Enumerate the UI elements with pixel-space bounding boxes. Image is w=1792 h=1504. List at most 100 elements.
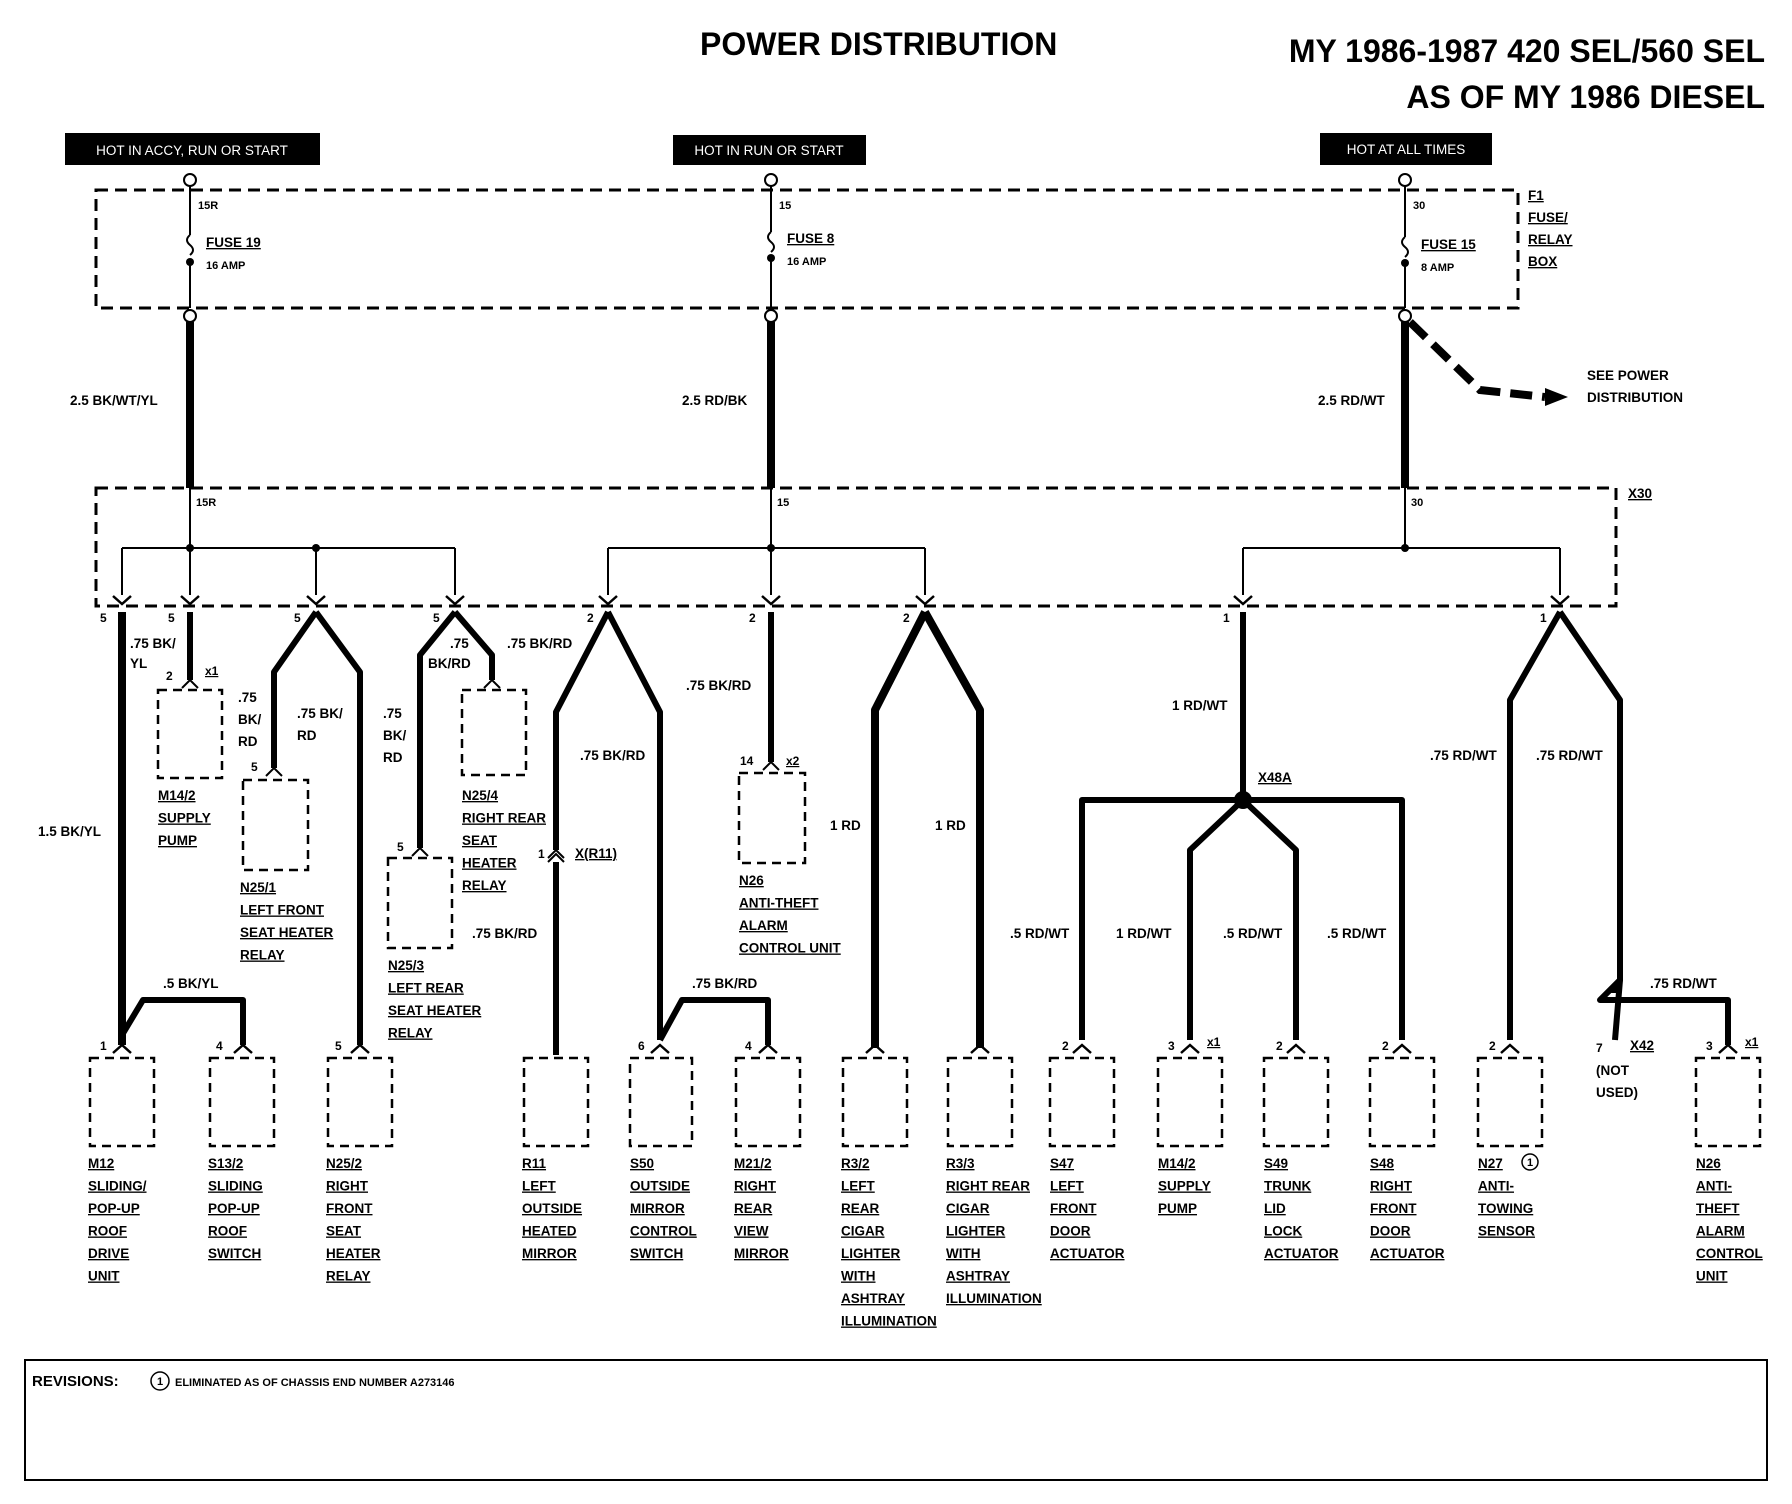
x30-pin-arrows: [112, 595, 1570, 606]
wire-m142b: [1187, 797, 1246, 1040]
wire-label-f3: RD: [383, 750, 403, 765]
svg-text:HOT AT ALL TIMES: HOT AT ALL TIMES: [1347, 142, 1466, 157]
wire-n252: [313, 610, 363, 1045]
component-s132-label-1: SLIDING: [208, 1179, 263, 1194]
component-r33-label-0: R3/3: [946, 1156, 975, 1171]
wire-label-i: .75 BK/RD: [580, 748, 646, 763]
n253-pin: 5: [397, 840, 404, 854]
svg-text:5: 5: [433, 611, 440, 625]
svg-text:5: 5: [335, 1039, 342, 1053]
component-s49-label-0: S49: [1264, 1156, 1288, 1171]
component-n252-label-1: RIGHT: [326, 1179, 369, 1194]
component-n26a-label-2: ALARM: [739, 918, 788, 933]
component-m12-label-1: SLIDING/: [88, 1179, 147, 1194]
component-m12-label-0: M12: [88, 1156, 114, 1171]
component-r33-label-5: ASHTRAY: [946, 1269, 1010, 1284]
component-s50-label-2: MIRROR: [630, 1201, 685, 1216]
fuse-8: 15 FUSE 8 16 AMP: [764, 173, 835, 323]
fuse-19: 15R FUSE 19 16 AMP: [183, 173, 261, 323]
wire-label-j: .75 BK/RD: [472, 926, 538, 941]
r11-pin: 1: [538, 847, 545, 861]
wire-n26b-upper: [1557, 610, 1623, 993]
diagram-title: POWER DISTRIBUTION: [700, 26, 1057, 62]
x30-label: X30: [1628, 486, 1652, 501]
component-n26b-label-3: ALARM: [1696, 1224, 1745, 1239]
wire-label-l: .75 BK/RD: [686, 678, 752, 693]
wire-label-g1: .75: [450, 636, 469, 651]
component-m142b-box: [1156, 1056, 1224, 1148]
component-r11-label-0: R11: [522, 1156, 547, 1171]
wire-label-s3: .75 RD/WT: [1650, 976, 1718, 991]
svg-text:1: 1: [1223, 611, 1230, 625]
component-s50-box: [628, 1056, 694, 1148]
wire-n27: [1507, 610, 1563, 1040]
component-n252-label-5: RELAY: [326, 1269, 371, 1284]
component-r33-label-4: WITH: [946, 1246, 981, 1261]
connector-xr11: X(R11): [575, 846, 617, 861]
x30-term-15: 15: [777, 497, 789, 509]
wire-r11-upper: [553, 610, 611, 850]
wire-label-q: .5 RD/WT: [1223, 926, 1283, 941]
component-m142-box: [156, 688, 224, 780]
revisions-label: REVISIONS:: [32, 1373, 119, 1390]
component-m212-label-4: MIRROR: [734, 1246, 789, 1261]
svg-text:HOT IN RUN OR START: HOT IN RUN OR START: [694, 143, 843, 158]
x42-pin: 7: [1596, 1041, 1603, 1055]
see-power-wire: [1407, 319, 1546, 401]
component-r32-label-5: WITH: [841, 1269, 876, 1284]
component-r32-box: [841, 1056, 909, 1148]
component-n251-label-1: LEFT FRONT: [240, 903, 325, 918]
wire-label-h: .75 BK/RD: [507, 636, 573, 651]
svg-text:1: 1: [1540, 611, 1547, 625]
component-s49-label-3: LOCK: [1264, 1224, 1302, 1239]
svg-text:5: 5: [168, 611, 175, 625]
component-s48-label-1: RIGHT: [1370, 1179, 1413, 1194]
component-s48-label-4: ACTUATOR: [1370, 1246, 1445, 1261]
component-r11-label-1: LEFT: [522, 1179, 556, 1194]
component-r11-label-3: HEATED: [522, 1224, 577, 1239]
svg-text:2: 2: [1382, 1039, 1389, 1053]
bottom-pin-arrows: [112, 1043, 1738, 1054]
component-r32-label-6: ASHTRAY: [841, 1291, 905, 1306]
component-s132-label-0: S13/2: [208, 1156, 243, 1171]
svg-text:FUSE 8: FUSE 8: [787, 231, 835, 246]
wire-label-r: .5 RD/WT: [1327, 926, 1387, 941]
wire-label-g2: BK/RD: [428, 656, 471, 671]
bottom-component-boxes: [88, 1056, 1762, 1148]
component-n254-label-3: HEATER: [462, 856, 517, 871]
component-n252-label-0: N25/2: [326, 1156, 362, 1171]
svg-text:x1: x1: [1745, 1035, 1759, 1049]
wire-s50: [605, 610, 663, 1040]
svg-text:5: 5: [294, 611, 301, 625]
revision-marker-n27: 1: [1527, 1157, 1533, 1169]
svg-text:16 AMP: 16 AMP: [787, 256, 826, 268]
component-s132-label-4: SWITCH: [208, 1246, 261, 1261]
component-m142-label-0: M14/2: [158, 788, 196, 803]
svg-text:30: 30: [1413, 200, 1425, 212]
component-s132-label-2: POP-UP: [208, 1201, 260, 1216]
svg-text:3: 3: [1168, 1039, 1175, 1053]
svg-text:FUSE/: FUSE/: [1528, 210, 1568, 225]
component-n254-label-4: RELAY: [462, 878, 507, 893]
component-m12-box: [88, 1056, 156, 1148]
component-m212-label-1: RIGHT: [734, 1179, 777, 1194]
svg-text:2: 2: [1276, 1039, 1283, 1053]
component-n27-label-2: TOWING: [1478, 1201, 1533, 1216]
component-s50-label-4: SWITCH: [630, 1246, 683, 1261]
svg-text:8 AMP: 8 AMP: [1421, 262, 1454, 274]
component-r11-box: [522, 1056, 590, 1148]
x30-pin-numbers: 5 5 5 5 2 2 2 1 1: [100, 611, 1547, 625]
component-n251-box: [241, 778, 310, 872]
component-m212-box: [734, 1056, 802, 1148]
component-n253-label-3: RELAY: [388, 1026, 433, 1041]
n251-pin: 5: [251, 760, 258, 774]
component-s47-label-4: ACTUATOR: [1050, 1246, 1125, 1261]
component-m142b-label-0: M14/2: [1158, 1156, 1196, 1171]
svg-text:4: 4: [745, 1039, 752, 1053]
connector-x42-label: X42: [1630, 1038, 1654, 1053]
fusebox-label: F1 FUSE/ RELAY BOX: [1528, 188, 1573, 269]
wire-m212: [657, 997, 771, 1045]
component-n27-box: [1476, 1056, 1544, 1148]
wire-label-c: .5 BK/YL: [163, 976, 219, 991]
